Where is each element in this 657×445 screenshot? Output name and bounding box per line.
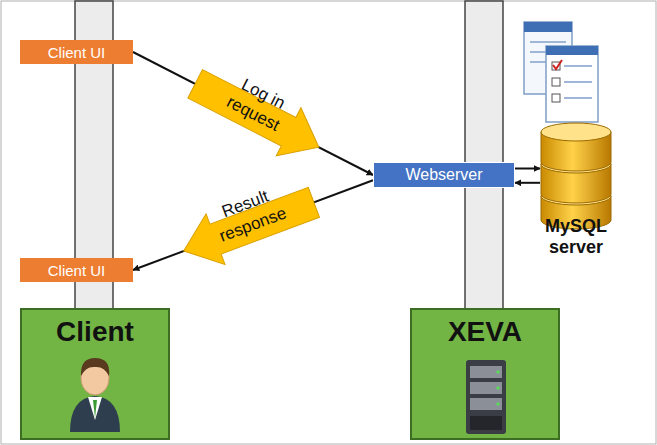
connector-group <box>515 182 540 183</box>
server-unit <box>470 366 502 378</box>
person-head <box>81 361 109 395</box>
server-unit <box>470 382 502 394</box>
document-header <box>524 22 572 32</box>
checkbox <box>552 94 560 102</box>
node-label: Client UI <box>48 44 106 61</box>
document-line <box>564 97 592 99</box>
connector-line <box>515 168 540 170</box>
person-icon <box>70 358 120 432</box>
connector-line <box>515 182 540 184</box>
node-label: MySQL server <box>540 216 612 258</box>
person-tie <box>93 400 97 418</box>
server-rack <box>466 360 506 434</box>
host-box: Client <box>20 308 170 440</box>
node-label: Webserver <box>405 166 482 184</box>
database-cylinder: MySQL server <box>540 122 612 260</box>
person-hair <box>81 358 109 376</box>
document-header <box>546 46 598 55</box>
person-shirt <box>88 397 102 420</box>
server-unit <box>470 398 502 410</box>
document-line <box>530 41 566 43</box>
server-led <box>496 370 500 374</box>
xeva-lifeline <box>465 1 503 309</box>
cylinder-top <box>541 123 611 141</box>
edge-label: Log in request <box>208 64 308 144</box>
connector-line <box>133 52 373 175</box>
server-led <box>496 402 500 406</box>
block-arrow <box>174 177 323 276</box>
host-box: XEVA <box>410 308 560 440</box>
checkbox <box>552 78 560 86</box>
host-name: Client <box>56 316 134 348</box>
block-arrow <box>183 60 331 171</box>
lifelines <box>75 1 503 309</box>
node-label: Client UI <box>48 262 106 279</box>
connector-group <box>133 52 373 175</box>
document-line <box>564 65 592 67</box>
person-suit <box>70 396 120 432</box>
connector-group <box>515 168 540 169</box>
checkmark <box>553 60 562 69</box>
server-led <box>496 386 500 390</box>
host-name: XEVA <box>448 316 522 348</box>
server-base <box>470 416 502 430</box>
document-line <box>564 81 592 83</box>
documents-icon <box>524 22 598 122</box>
client-ui-box: Client UI <box>20 258 133 282</box>
edge-label: Result response <box>199 178 299 251</box>
cylinder-shape <box>540 122 612 214</box>
webserver-box: Webserver <box>373 162 515 188</box>
server-icon <box>466 360 506 434</box>
connector-group <box>133 177 373 276</box>
client-ui-box: Client UI <box>20 40 133 64</box>
document-sheet <box>546 46 598 122</box>
